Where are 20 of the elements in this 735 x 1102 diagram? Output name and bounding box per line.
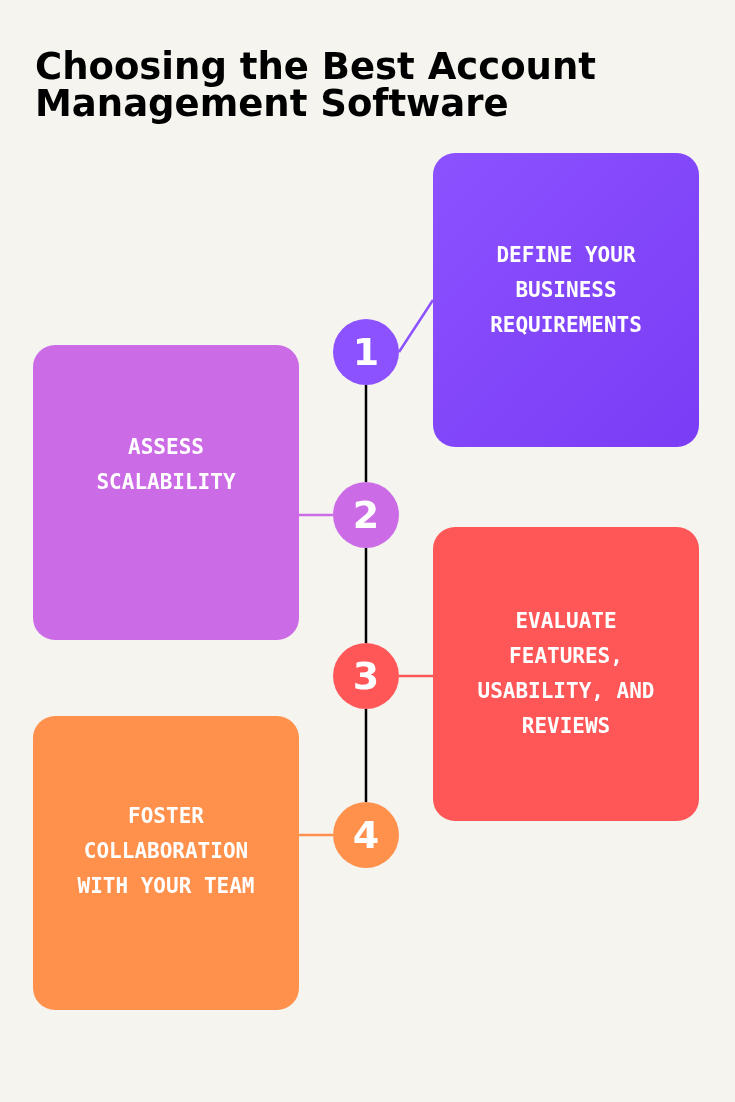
- connector-line: [399, 674, 433, 678]
- step-card: [433, 153, 699, 447]
- connector-line: [364, 709, 368, 802]
- connector-line: [397, 299, 435, 353]
- step-number: 4: [352, 816, 380, 854]
- step-card: [33, 716, 299, 1010]
- connector-line: [364, 548, 368, 643]
- step-card: [433, 527, 699, 821]
- step-number: 2: [352, 496, 380, 534]
- step-title: DEFINE YOUR BUSINESS REQUIREMENTS: [489, 241, 643, 339]
- step-title: FOSTER COLLABORATION WITH YOUR TEAM: [76, 802, 256, 900]
- connector-line: [299, 833, 333, 837]
- step-number: 1: [352, 333, 380, 371]
- connector-line: [299, 513, 333, 517]
- step-card: [33, 345, 299, 640]
- step-title: EVALUATE FEATURES, USABILITY, AND REVIEWS: [476, 608, 656, 740]
- connector-line: [364, 385, 368, 482]
- step-title: ASSESS SCALABILITY: [95, 433, 237, 496]
- title: Choosing the Best Account Management Software: [35, 48, 597, 122]
- step-number: 3: [352, 657, 380, 695]
